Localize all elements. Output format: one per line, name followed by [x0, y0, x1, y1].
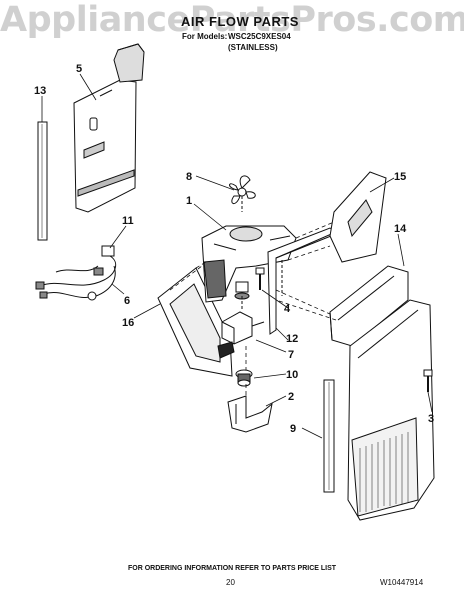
- ordering-note: FOR ORDERING INFORMATION REFER TO PARTS …: [127, 565, 337, 572]
- callout-12: 12: [286, 333, 298, 345]
- part-1-fan-shroud: [201, 225, 297, 303]
- callout-8: 8: [186, 171, 192, 183]
- callout-2: 2: [288, 391, 294, 403]
- callout-15: 15: [394, 171, 406, 183]
- callout-9: 9: [290, 423, 296, 435]
- model-number: WSC25C9XES04: [228, 32, 291, 41]
- callout-14: 14: [394, 223, 407, 235]
- part-9-strip: [323, 379, 335, 493]
- part-14-cover-panel: [347, 299, 435, 521]
- model-prefix: For Models:: [182, 32, 228, 41]
- callout-labels: 13 5 11 6 16 8 1 4 12 7 10 2 3 9 14 15: [34, 63, 434, 435]
- part-motor-assembly: [217, 281, 265, 359]
- callout-10: 10: [286, 369, 298, 381]
- callout-4: 4: [284, 303, 291, 315]
- callout-3: 3: [428, 413, 434, 425]
- part-14-cover-top: [329, 265, 409, 347]
- part-12-bracket: [267, 227, 338, 335]
- document-number: W10447914: [380, 578, 424, 587]
- callout-13: 13: [34, 85, 46, 97]
- callout-6: 6: [124, 295, 130, 307]
- page-number: 20: [226, 578, 235, 587]
- callout-16: 16: [122, 317, 134, 329]
- page-title: AIR FLOW PARTS: [181, 14, 299, 29]
- part-4-screw: [255, 267, 265, 290]
- part-13-strip: [37, 121, 48, 241]
- part-11-wire-harness: [35, 245, 117, 301]
- part-5-duct-panel: [73, 43, 145, 213]
- part-8-fan-blade: [229, 175, 256, 212]
- finish-label: (STAINLESS): [228, 43, 278, 52]
- callout-1: 1: [186, 195, 192, 207]
- part-2-motor-bracket: [227, 395, 273, 433]
- callout-5: 5: [76, 63, 82, 75]
- callout-7: 7: [288, 349, 294, 361]
- part-15-cover: [329, 171, 387, 263]
- part-10-grommet: [235, 369, 253, 387]
- part-3-screw: [423, 369, 433, 392]
- watermark: AppliancePartsPros.com: [0, 0, 464, 40]
- callout-11: 11: [122, 215, 134, 227]
